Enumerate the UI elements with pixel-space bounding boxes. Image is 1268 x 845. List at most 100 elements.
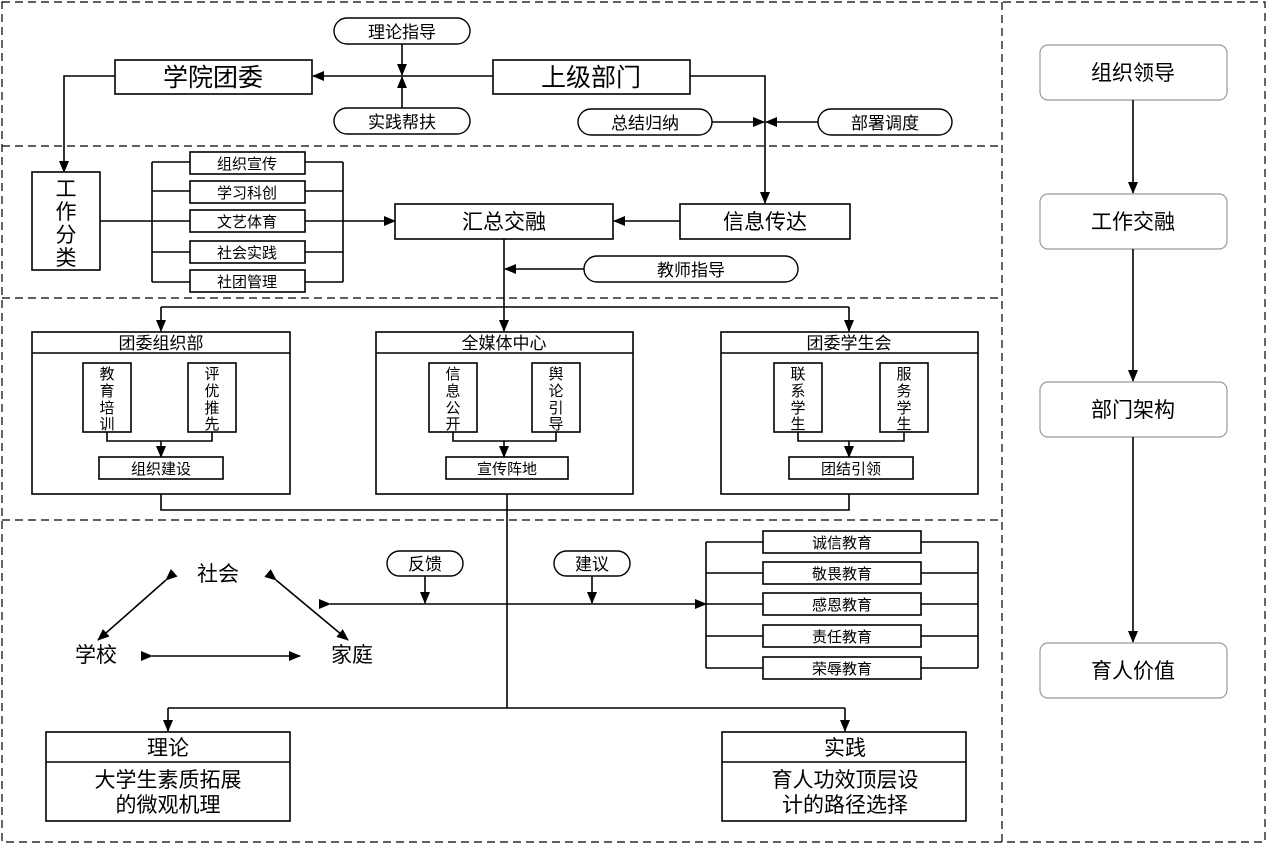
theory-guidance-label: 理论指导 [368, 23, 436, 43]
category-box [189, 209, 306, 233]
dept-sub-char: 服 [896, 365, 911, 383]
category-box [189, 269, 306, 293]
section-departments: 团委组织部 教 育 培 训 评 优 推 先 组织建设 全媒体中心 信 息 公 开 [31, 306, 979, 511]
merge-box [394, 203, 614, 240]
dept-sub-char: 培 [99, 399, 114, 417]
category-label: 文艺体育 [217, 213, 277, 231]
dept-sub-char: 信 [445, 365, 460, 383]
work-category-char: 工 [56, 177, 77, 201]
dept-sub-char: 舆 [548, 365, 563, 383]
dept-sub-char: 息 [445, 382, 460, 400]
society-school-arrow [97, 568, 178, 641]
dept-result: 组织建设 [131, 460, 191, 478]
teacher-guidance-label: 教师指导 [657, 261, 725, 281]
practice-box [721, 731, 967, 822]
stage-box [1039, 642, 1228, 699]
category-box [189, 240, 306, 264]
dept-sub-char: 评 [204, 365, 219, 383]
dept-card: 团委组织部 教 育 培 训 评 优 推 先 组织建设 [31, 331, 291, 495]
right-column: 组织领导 工作交融 部门架构 育人价值 [1039, 44, 1228, 699]
dept-sub-char: 导 [548, 415, 563, 433]
dept-sub-char: 学 [790, 399, 805, 417]
dept-merge-line [160, 494, 850, 511]
dept-sub-char: 学 [896, 399, 911, 417]
society-label: 社会 [197, 562, 239, 586]
dept-sub-char: 公 [445, 399, 460, 417]
education-label: 荣辱教育 [812, 660, 872, 678]
education-box [762, 530, 922, 554]
education-label: 责任教育 [812, 628, 872, 646]
dept-sub-char: 引 [548, 399, 563, 417]
education-box [762, 656, 922, 680]
dept-sub-char: 训 [99, 415, 114, 433]
work-category-char: 类 [56, 246, 77, 270]
dept-sub-char: 生 [790, 415, 805, 433]
education-label: 感恩教育 [812, 596, 872, 614]
work-category-box [31, 171, 101, 271]
dept-sub-char: 论 [548, 382, 563, 400]
education-label: 敬畏教育 [812, 565, 872, 583]
dept-sub-char: 育 [99, 382, 114, 400]
dispatch-label: 部署调度 [851, 114, 919, 134]
dept-sub-char: 系 [790, 382, 805, 400]
dept-sub-char: 教 [99, 365, 114, 383]
college-youth-league-box [114, 59, 313, 95]
feedback-label: 反馈 [408, 555, 442, 575]
category-label: 社团管理 [217, 273, 277, 291]
dept-sub-char: 推 [204, 399, 219, 417]
education-box [762, 624, 922, 648]
education-box [762, 561, 922, 585]
theory-body-line: 的微观机理 [116, 793, 221, 817]
theory-box [45, 731, 291, 822]
dept-result: 宣传阵地 [477, 460, 537, 478]
dept-sub-char: 联 [790, 365, 805, 383]
superior-to-info-arrow [690, 75, 770, 204]
category-label: 社会实践 [217, 244, 277, 262]
college-youth-league-label: 学院团委 [163, 63, 263, 92]
dept-sub-char: 开 [445, 415, 460, 433]
category-box [189, 180, 306, 204]
category-box [189, 151, 306, 175]
family-label: 家庭 [331, 643, 373, 667]
section-leadership: 学院团委 上级部门 理论指导 实践帮扶 总结归纳 部署调度 [59, 17, 953, 204]
category-label: 学习科创 [217, 184, 277, 202]
college-to-work-arrow [59, 75, 115, 173]
stage-label: 工作交融 [1091, 210, 1175, 234]
dept-result: 团结引领 [821, 460, 881, 478]
school-label: 学校 [75, 643, 117, 667]
stage-label: 组织领导 [1091, 61, 1175, 85]
merge-label: 汇总交融 [462, 210, 546, 234]
education-label: 诚信教育 [812, 534, 872, 552]
superior-dept-box [492, 59, 691, 95]
dept-title: 团委组织部 [119, 334, 204, 354]
dept-title: 全媒体中心 [462, 334, 547, 354]
education-box [762, 592, 922, 616]
section-value: 社会 学校 家庭 反馈 建议 诚信教育 敬畏教育 感恩教育 责任教育 荣辱教育 [45, 494, 979, 822]
work-category-char: 作 [56, 200, 77, 224]
society-family-arrow [264, 569, 349, 641]
practice-body-line: 育人功效顶层设 [772, 768, 919, 792]
section-work: 工 作 分 类 组织宣传 学习科创 文艺体育 社会实践 社团管理 汇总交融 信息… [31, 151, 851, 307]
dept-sub-char: 先 [204, 415, 219, 433]
dept-sub-char: 务 [896, 382, 911, 400]
summary-label: 总结归纳 [611, 114, 679, 134]
dept-title: 团委学生会 [807, 334, 892, 354]
theory-body-line: 大学生素质拓展 [95, 768, 242, 792]
practice-support-label: 实践帮扶 [368, 113, 436, 133]
info-transmit-label: 信息传达 [723, 210, 807, 234]
dept-card: 团委学生会 联 系 学 生 服 务 学 生 团结引领 [720, 331, 979, 495]
practice-title: 实践 [824, 736, 866, 760]
suggestion-label: 建议 [575, 555, 609, 575]
dept-card: 全媒体中心 信 息 公 开 舆 论 引 导 宣传阵地 [375, 331, 634, 495]
theory-title: 理论 [147, 736, 189, 760]
stage-label: 育人价值 [1091, 659, 1175, 683]
stage-label: 部门架构 [1091, 398, 1175, 422]
practice-body-line: 计的路径选择 [782, 793, 908, 817]
category-label: 组织宣传 [217, 155, 277, 173]
superior-dept-label: 上级部门 [541, 63, 641, 92]
dept-sub-char: 优 [204, 382, 219, 400]
dept-sub-char: 生 [896, 415, 911, 433]
work-category-char: 分 [56, 223, 77, 247]
